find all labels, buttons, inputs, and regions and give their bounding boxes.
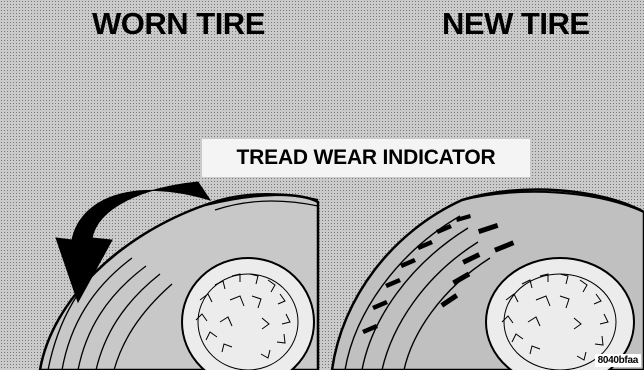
new-tire-icon xyxy=(332,190,644,370)
tread-wear-indicator-label: TREAD WEAR INDICATOR xyxy=(202,139,530,177)
figure-code: 8040bfaa xyxy=(595,354,641,367)
